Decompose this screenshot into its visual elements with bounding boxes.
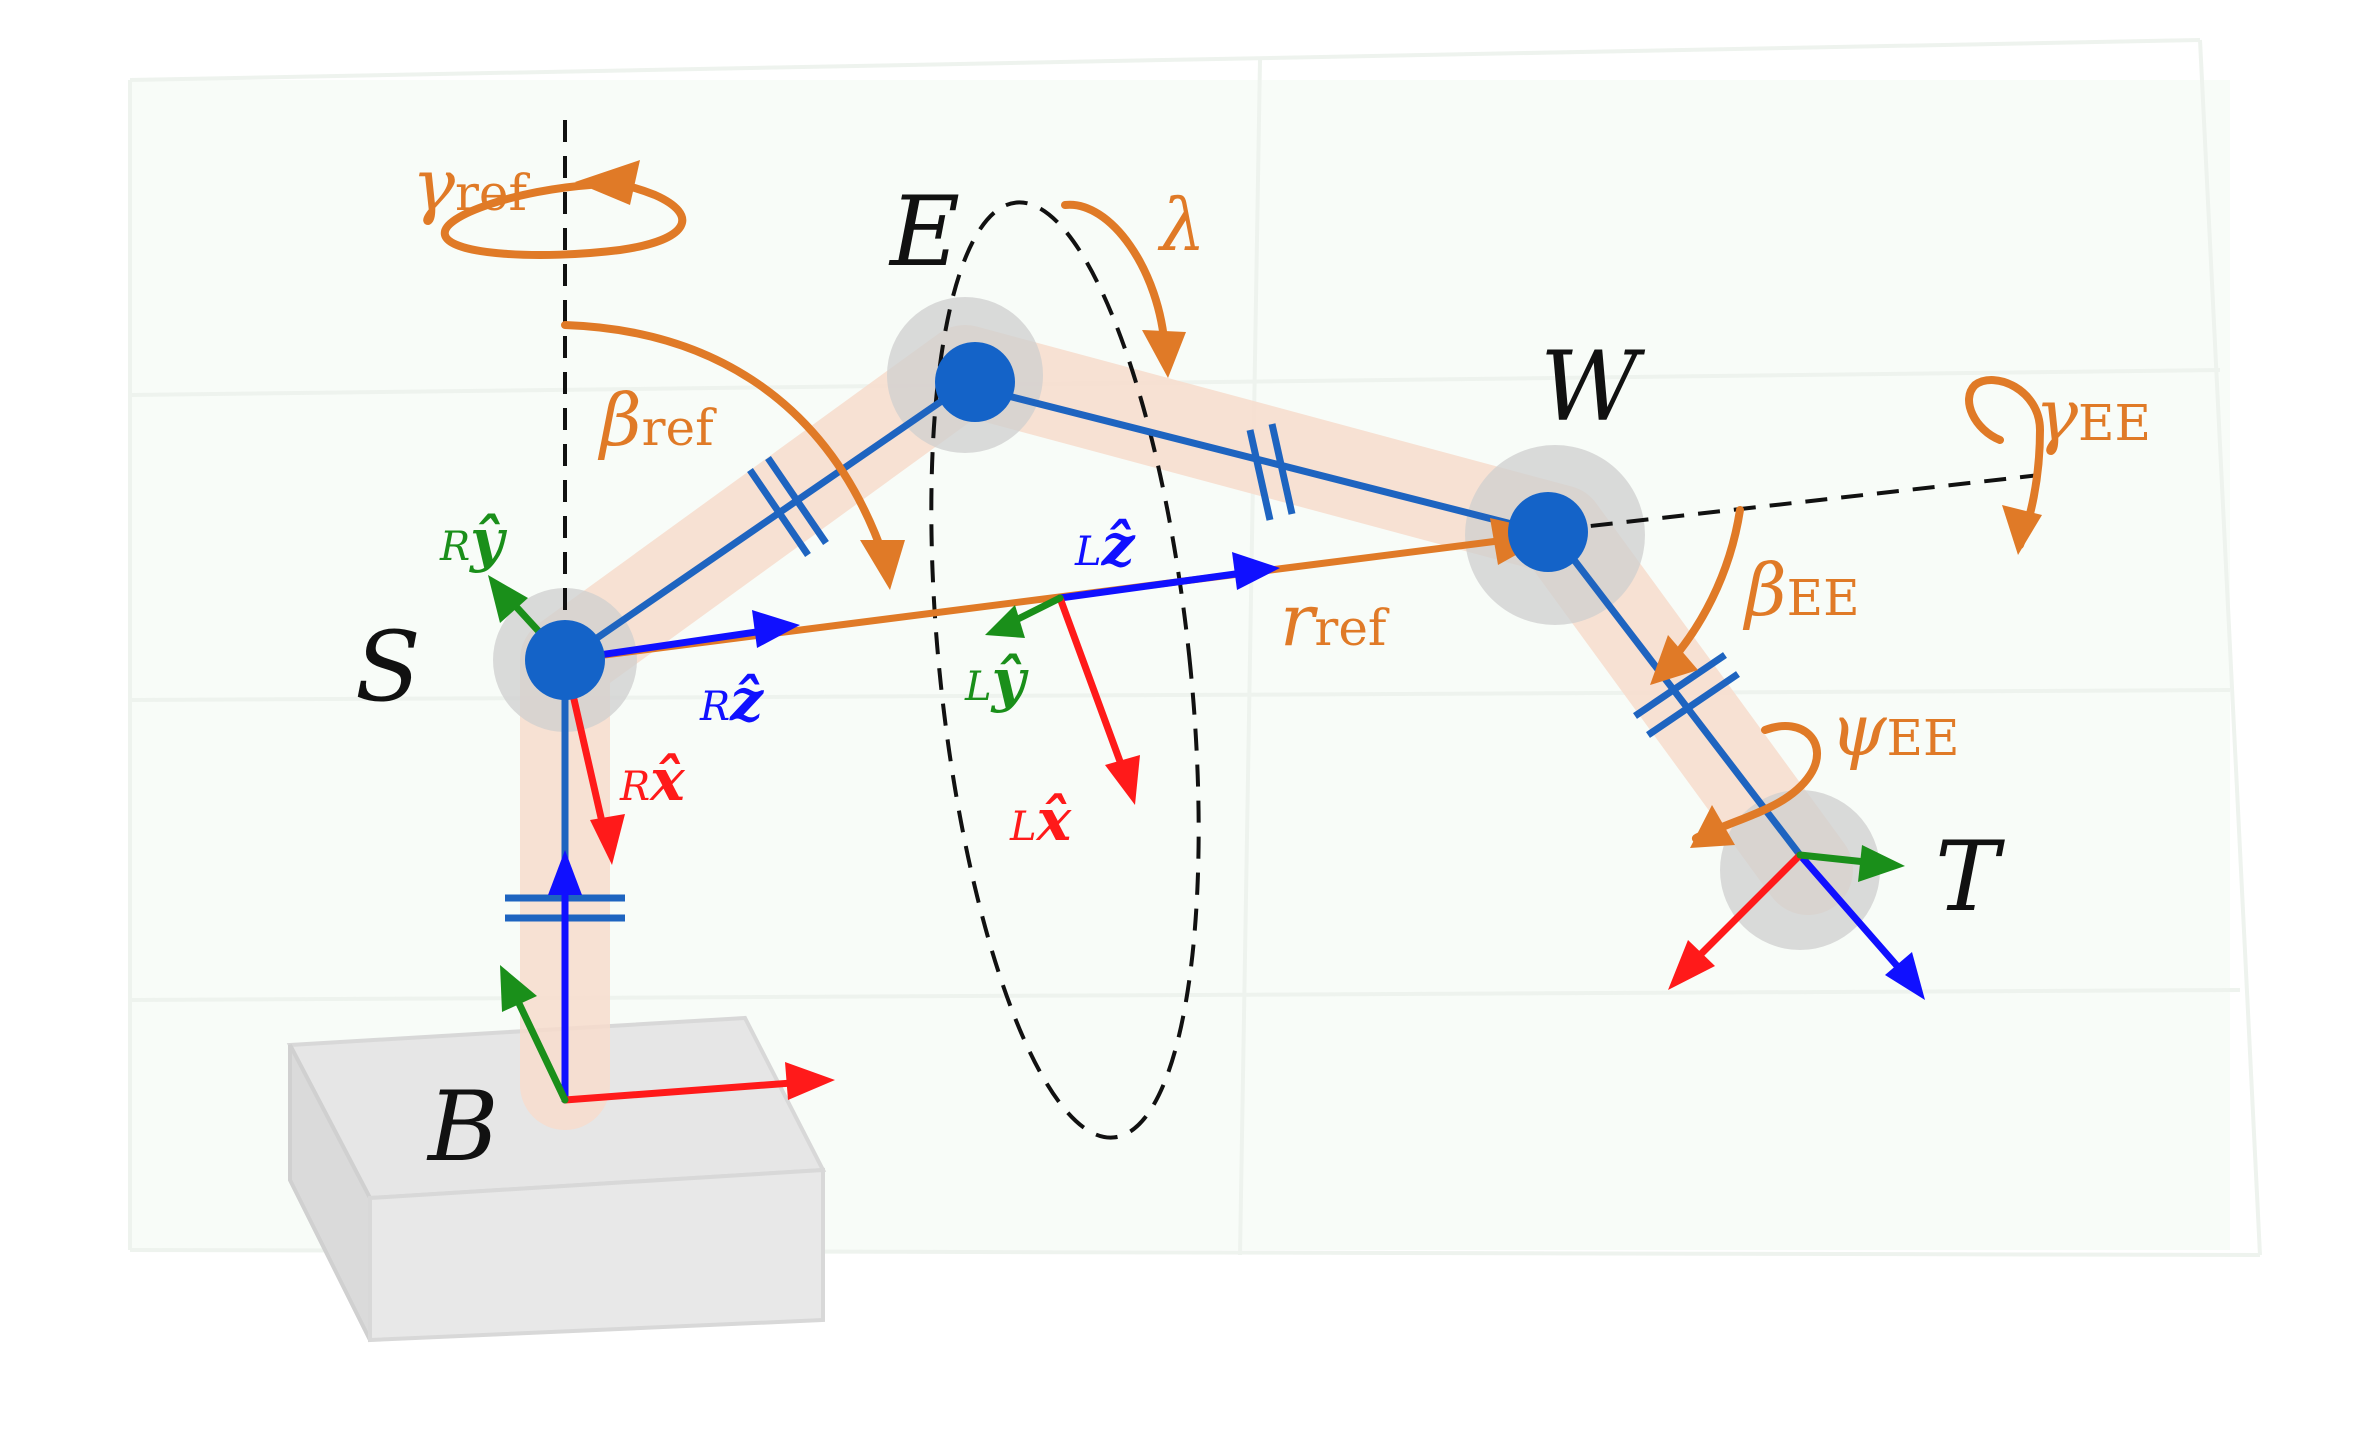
label-psi-ee: ψEE <box>1830 688 1959 772</box>
elbow-joint-circle <box>935 342 1015 422</box>
angle-labels: γref βref λ γEE βEE ψEE rref <box>412 143 2151 772</box>
label-R-z: Rẑ <box>699 666 764 734</box>
label-L-z: Lẑ <box>1074 511 1136 579</box>
label-lambda: λ <box>1157 183 1206 267</box>
label-beta-ref: βref <box>597 378 717 462</box>
label-shoulder: S <box>355 611 421 723</box>
label-beta-ee: βEE <box>1742 548 1860 632</box>
label-r-ref: rref <box>1280 578 1390 662</box>
label-gamma-ref: γref <box>412 143 531 227</box>
label-wrist: W <box>1540 331 1646 443</box>
coordinate-frames <box>488 552 1925 1104</box>
rotation-arrow <box>575 160 2042 848</box>
label-tool: T <box>1935 821 2005 933</box>
joint-labels: B S E W T <box>355 176 2005 1183</box>
label-R-x: Rx̂ <box>619 746 686 814</box>
label-gamma-ee: γEE <box>2035 373 2151 457</box>
elbow-swivel-circle <box>929 200 1201 1140</box>
label-L-y: Lŷ <box>964 646 1030 714</box>
wrist-joint-circle <box>1508 492 1588 572</box>
joints <box>525 342 1588 700</box>
label-R-y: Rŷ <box>439 506 508 574</box>
vector-labels: Rŷ Rẑ Rx̂ Lẑ Lŷ Lx̂ <box>439 506 1136 854</box>
label-base: B <box>426 1071 499 1183</box>
shoulder-joint-circle <box>525 620 605 700</box>
label-elbow: E <box>888 176 960 288</box>
dashed-reference-lines <box>563 120 2041 1140</box>
label-L-x: Lx̂ <box>1009 786 1073 854</box>
